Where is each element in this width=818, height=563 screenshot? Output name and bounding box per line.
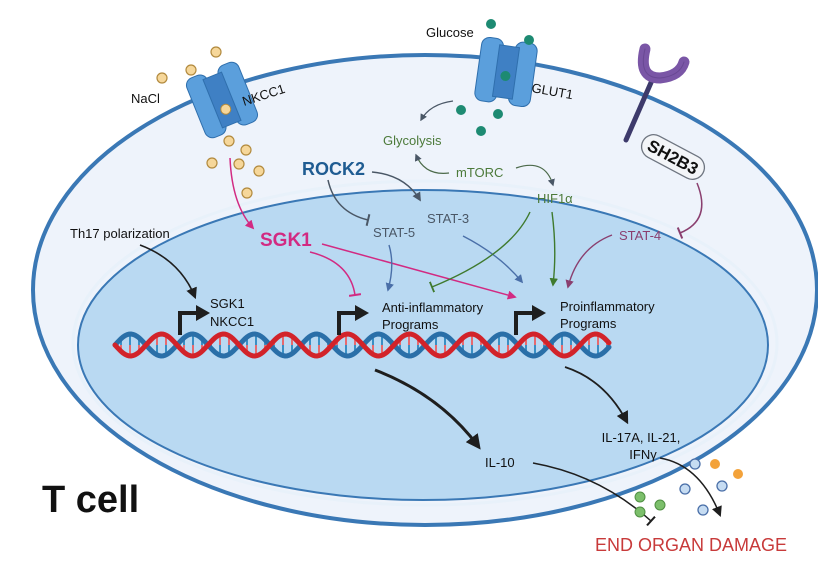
- sgk1-label: SGK1: [260, 230, 312, 251]
- sgk1-to-proinflammatory-arrow: [321, 243, 517, 300]
- rock2-to-stat3-arrow: [371, 171, 421, 202]
- stat4-to-proinflammatory-arrow: [565, 234, 613, 289]
- rock2-inhibits-stat5: [327, 179, 371, 227]
- nacl-label: NaCl: [131, 91, 160, 106]
- stat5-to-anti-inflammatory-arrow: [385, 244, 394, 292]
- mtorc-to-glycolysis-arrow: [414, 153, 450, 174]
- sh2b3-badge: SH2B3: [640, 134, 706, 180]
- nucleus-rim: [71, 179, 779, 507]
- gene-sgk1-label: SGK1: [210, 296, 245, 311]
- hif1a-to-proinflammatory-arrow: [549, 211, 558, 287]
- cytokines-label-1: IL-17A, IL-21,: [602, 430, 681, 445]
- anti-inflammatory-label-2: Programs: [382, 317, 439, 332]
- anti-inflammatory-label-1: Anti-inflammatory: [382, 300, 484, 315]
- glucose-label: Glucose: [426, 25, 474, 40]
- proinflammatory-label-2: Programs: [560, 316, 617, 331]
- receptor-icon: [623, 43, 690, 143]
- promoter-arrow-icon: [514, 305, 546, 335]
- promoter-arrow-icon: [337, 305, 369, 335]
- glycolysis-label: Glycolysis: [383, 133, 442, 148]
- rock2-label: ROCK2: [302, 159, 365, 179]
- end-organ-damage-label: END ORGAN DAMAGE: [595, 535, 787, 555]
- dna-helix: [112, 331, 612, 359]
- stat3-to-proinflammatory-arrow: [462, 235, 524, 284]
- nkcc1-to-sgk1-arrow: [229, 157, 255, 230]
- anti-to-il10-arrow: [374, 368, 481, 450]
- th17-to-genes-arrow: [139, 244, 197, 300]
- il10-label: IL-10: [485, 455, 515, 470]
- proinflammatory-label-1: Proinflammatory: [560, 299, 655, 314]
- stat4-label: STAT-4: [619, 228, 661, 243]
- pro-to-cytokines-arrow: [564, 366, 629, 425]
- hif1a-inhibits-anti-inflammatory: [429, 211, 531, 293]
- nacl-particles: [156, 46, 265, 199]
- glut1-channel-icon: [474, 36, 538, 108]
- cytokines-to-damage-arrow: [659, 457, 722, 517]
- stat3-label: STAT-3: [427, 211, 469, 226]
- hif1a-label: HIF1α: [537, 191, 573, 206]
- sh2b3-inhibits-stat4: [676, 182, 703, 239]
- stat5-label: STAT-5: [373, 225, 415, 240]
- mtorc-to-hif1a-arrow: [515, 164, 555, 187]
- glut1-label: GLUT1: [530, 80, 574, 102]
- gene-nkcc1-label: NKCC1: [210, 314, 254, 329]
- sgk1-inhibits-anti-inflammatory: [309, 251, 362, 297]
- glucose-to-glycolysis-arrow: [420, 100, 454, 122]
- glucose-particles: [456, 19, 534, 136]
- cytokines-label-2: IFNγ: [629, 447, 657, 462]
- secreted-molecules: [634, 458, 743, 518]
- nkcc1-channel-icon: [185, 61, 259, 139]
- dna-strand-red: [112, 331, 612, 359]
- promoter-arrow-icon: [178, 305, 210, 335]
- t-cell-title: T cell: [42, 479, 139, 521]
- th17-label: Th17 polarization: [70, 226, 170, 241]
- mtorc-label: mTORC: [456, 165, 503, 180]
